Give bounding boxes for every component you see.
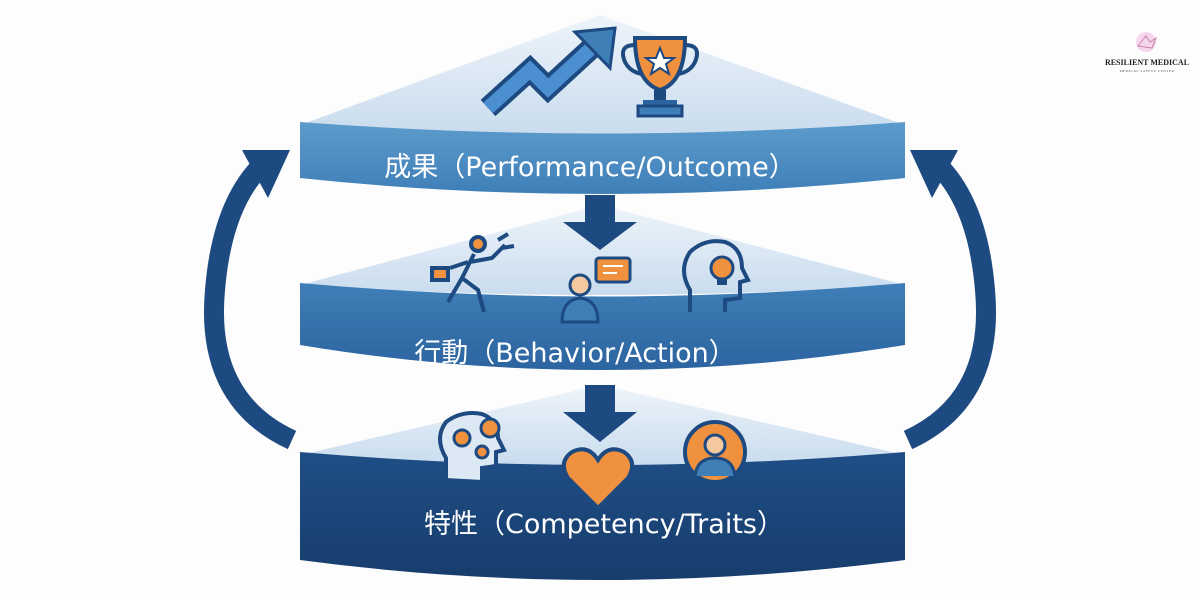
right-cycle-arrow-icon <box>903 150 996 450</box>
person-badge-icon <box>683 420 747 484</box>
layer-performance: 成果（Performance/Outcome） <box>300 15 905 194</box>
down-arrow-icon <box>563 195 637 250</box>
layer-label-behavior: 行動（Behavior/Action） <box>414 338 736 369</box>
logo-subtitle: MEDICAL SAFETY CENTER <box>1120 69 1175 73</box>
presenter-speech-icon <box>560 256 632 324</box>
resilient-medical-logo: RESILIENT MEDICAL MEDICAL SAFETY CENTER <box>1105 32 1189 73</box>
head-gears-icon <box>438 411 507 480</box>
trophy-icon <box>621 36 699 118</box>
rising-arrow-icon <box>480 26 617 117</box>
layer-label-performance: 成果（Performance/Outcome） <box>384 152 795 183</box>
logo-title: RESILIENT MEDICAL <box>1105 58 1189 67</box>
head-lightbulb-icon <box>682 239 751 312</box>
layer-behavior: 行動（Behavior/Action） <box>300 205 905 370</box>
running-businessman-icon <box>430 232 515 313</box>
layer-label-traits: 特性（Competency/Traits） <box>424 509 784 540</box>
left-cycle-arrow-icon <box>204 150 297 450</box>
heart-icon <box>561 447 635 511</box>
down-arrow-icon <box>563 385 637 442</box>
